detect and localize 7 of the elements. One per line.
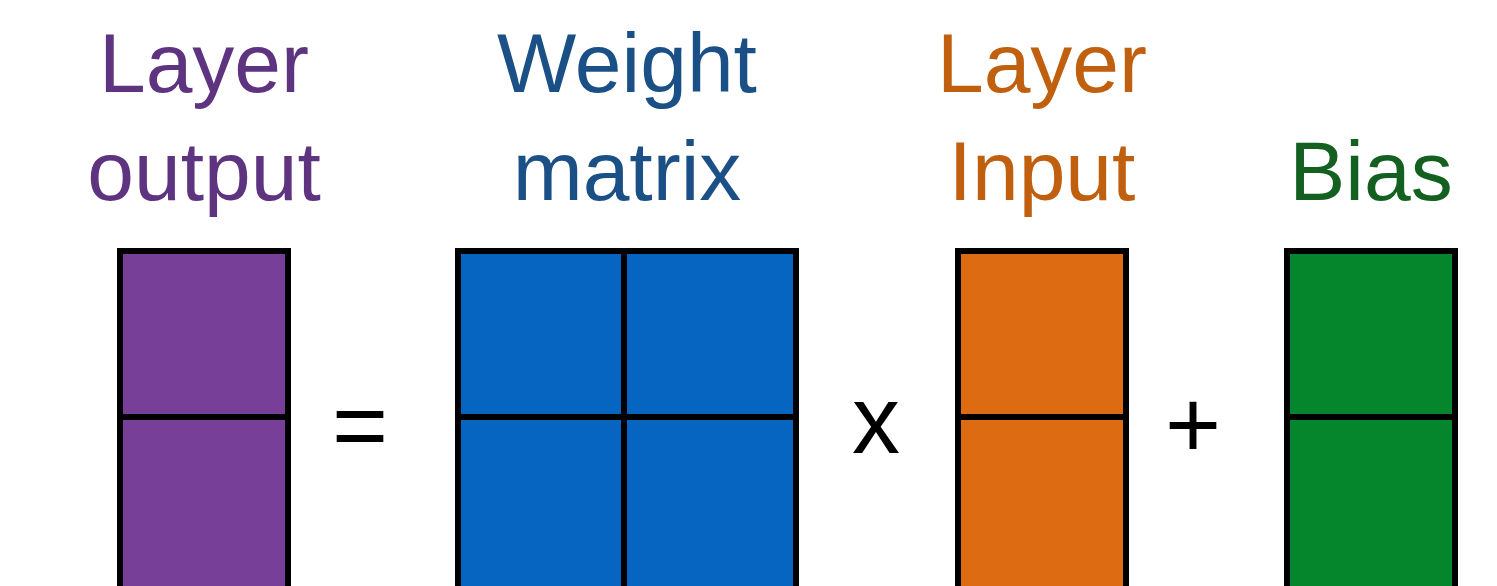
matrix-heading: Layer Input [935, 15, 1149, 220]
matrix-heading: Layer output [86, 15, 322, 220]
operator-sign: = [332, 370, 389, 480]
operator-sign: + [1165, 370, 1222, 480]
matrix-heading: Weight matrix [496, 15, 758, 220]
matrix-heading: Bias [1289, 123, 1453, 220]
operator-sign: x [852, 365, 900, 475]
